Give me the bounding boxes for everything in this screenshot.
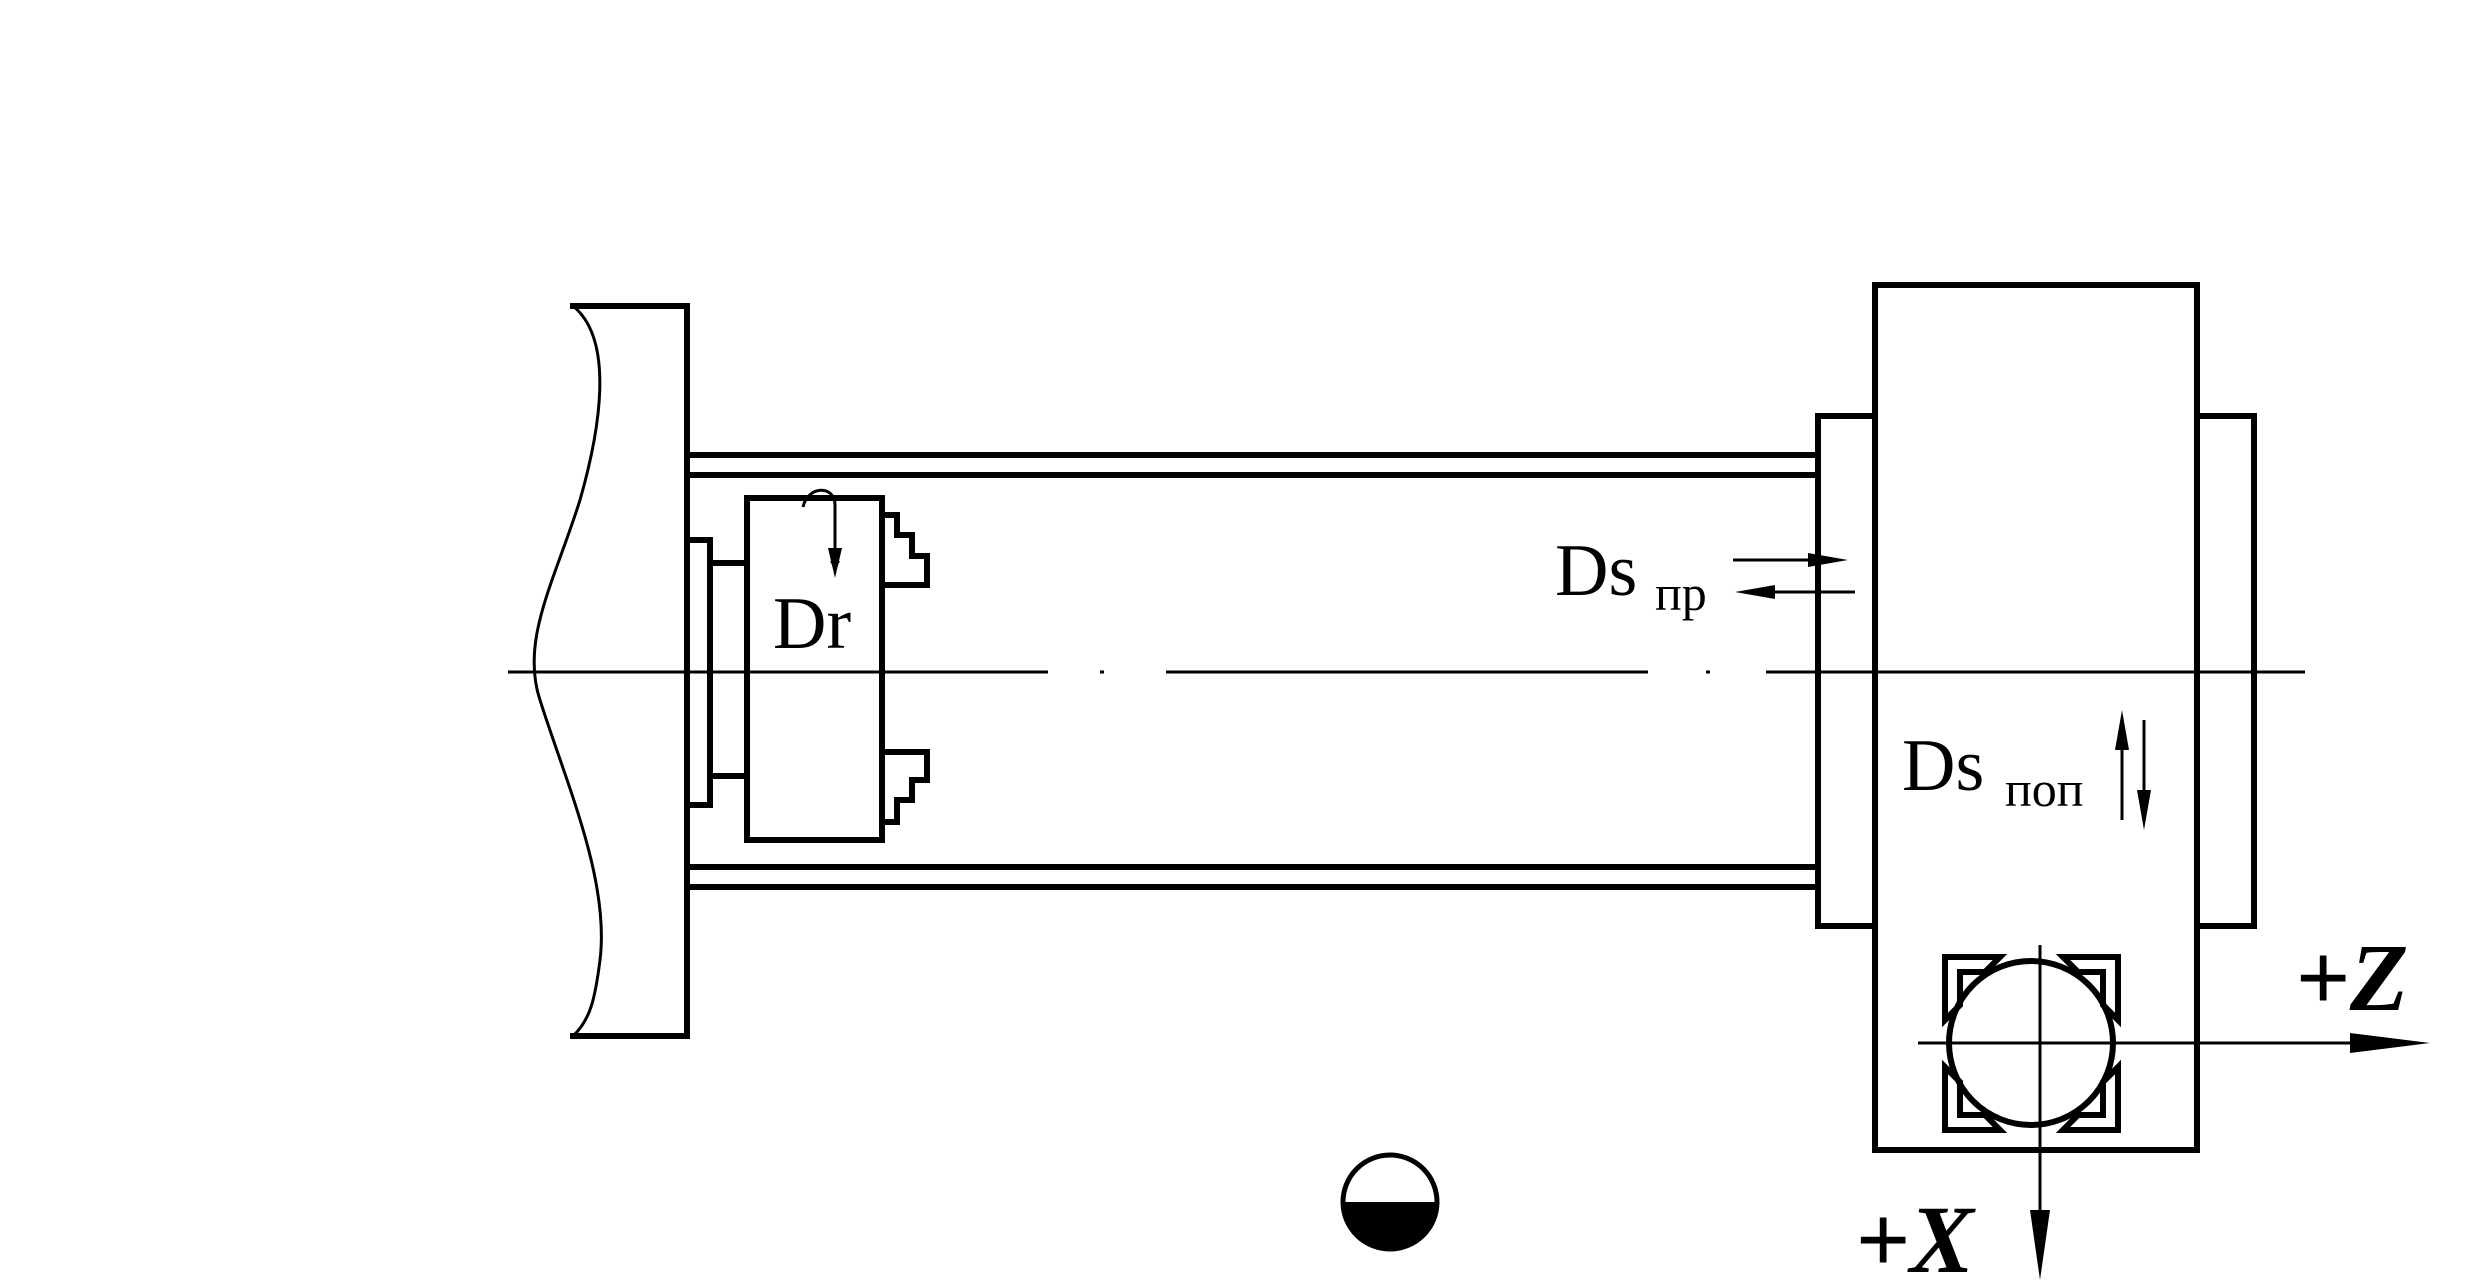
break-line: [532, 304, 603, 1038]
tool-holder-corner-br: [2055, 1059, 2121, 1133]
chuck: [744, 495, 930, 843]
coordinate-axes: +Z +X: [1855, 924, 2430, 1283]
tool-holder-corner-tl: [1942, 954, 2008, 1028]
feed-right-arrow-head: [1808, 553, 1848, 567]
z-axis-arrow-head: [2350, 1033, 2430, 1053]
tool-holder-corner-tr: [2055, 954, 2121, 1028]
cross-feed-label: Ds: [1902, 725, 1984, 807]
half-filled-circle-icon: [1340, 1152, 1440, 1252]
flange-hub: [707, 560, 750, 779]
longitudinal-feed-indicator: Ds пр: [1555, 530, 1855, 621]
carriage: [1815, 282, 2257, 1153]
rotation-arrow-head: [828, 548, 842, 578]
feed-left-arrow-head: [1735, 585, 1775, 599]
cross-slide: [1872, 282, 2200, 1153]
x-axis-label: +X: [1855, 1186, 1976, 1283]
bed-guideways: [684, 452, 1821, 890]
cross-feed-subscript: поп: [2005, 761, 2084, 817]
lower-jaw: [879, 749, 930, 825]
x-axis-arrow-head: [2030, 1210, 2050, 1280]
tool-holder-corner-bl: [1942, 1059, 2008, 1133]
chuck-body: [744, 495, 885, 843]
cross-feed-down-arrow-head: [2137, 790, 2151, 830]
longitudinal-feed-label: Ds: [1555, 530, 1637, 612]
rotation-arrow: [801, 488, 840, 571]
cross-feed-up-arrow-head: [2115, 710, 2129, 750]
upper-jaw: [879, 512, 930, 588]
spindle-rotation-label: Dr: [773, 583, 851, 665]
spindle-rotation-indicator: Dr: [773, 488, 851, 665]
z-axis-label: +Z: [2295, 924, 2408, 1031]
cross-feed-indicator: Ds поп: [1902, 710, 2151, 830]
longitudinal-feed-subscript: пр: [1655, 565, 1707, 621]
